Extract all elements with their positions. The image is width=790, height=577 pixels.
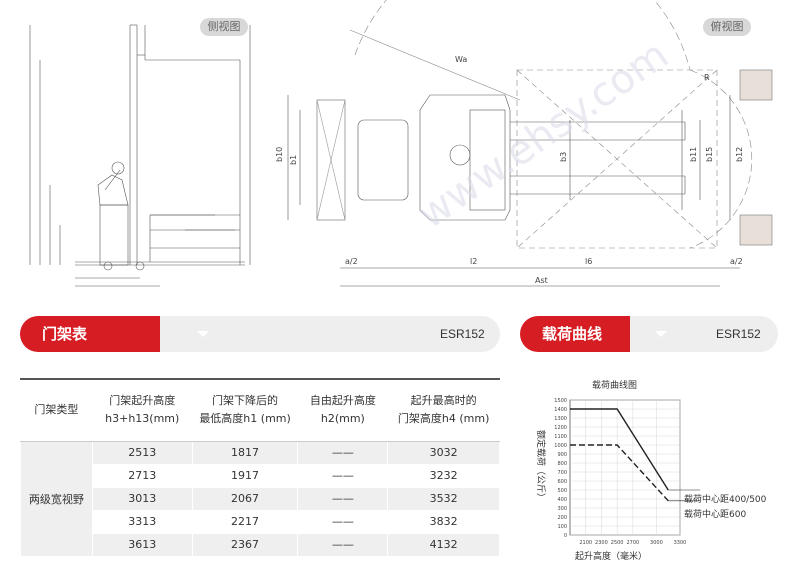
table-cell: ——: [297, 509, 389, 534]
x-tick-label: 2700: [626, 540, 639, 546]
load-section-bar: [630, 316, 778, 352]
col-header-extended: 起升最高时的 门架高度h4 (mm): [387, 378, 500, 442]
mast-type-cell: 两级宽视野: [20, 440, 93, 557]
table-cell: 3613: [91, 532, 193, 557]
y-tick-label: 0: [564, 533, 567, 539]
series-label: 载荷中心距600: [684, 508, 746, 520]
table-cell: ——: [297, 486, 389, 511]
y-tick-label: 600: [557, 479, 567, 485]
y-tick-label: 100: [557, 524, 567, 530]
table-row: 3013 2067 —— 3532: [21, 486, 500, 511]
table-row: 3313 2217 —— 3832: [21, 509, 500, 534]
table-row: 3613 2367 —— 4132: [21, 532, 500, 557]
series-line-2: [570, 444, 669, 502]
dim-b10: b10: [275, 147, 284, 162]
mast-section-bar: [160, 316, 500, 352]
dim-b15: b15: [705, 147, 714, 162]
table-cell: 2217: [191, 509, 299, 534]
side-view-tag: 侧视图: [200, 18, 248, 36]
dim-b12: b12: [735, 147, 744, 162]
table-cell: 3232: [387, 463, 500, 488]
col-header-lift: 门架起升高度 h3+h13(mm): [91, 378, 193, 442]
col-header-free-lift: 自由起升高度 h2(mm): [297, 378, 389, 442]
y-tick-label: 1000: [554, 443, 567, 449]
dim-a2-right: a/2: [730, 257, 743, 266]
y-tick-label: 200: [557, 515, 567, 521]
dim-l2: l2: [470, 257, 477, 266]
y-axis-label: 额定载荷（公斤）: [535, 430, 547, 502]
table-cell: 3832: [387, 509, 500, 534]
y-tick-label: 800: [557, 461, 567, 467]
y-tick-label: 300: [557, 506, 567, 512]
y-tick-label: 700: [557, 470, 567, 476]
dim-b1: b1: [289, 155, 298, 165]
x-axis-label: 起升高度（毫米）: [575, 550, 647, 562]
table-cell: ——: [297, 532, 389, 557]
dim-wa: Wa: [455, 55, 467, 64]
dim-a2-left: a/2: [345, 257, 358, 266]
table-cell: 2367: [191, 532, 299, 557]
chevron-down-icon: [197, 331, 209, 337]
load-curve-chart: 载荷曲线图 0 100 200 300 400 500 600 700 800 900 1000 110…: [535, 379, 767, 562]
table-cell: ——: [297, 440, 389, 465]
y-tick-label: 500: [557, 488, 567, 494]
mast-model: ESR152: [440, 327, 485, 341]
x-tick-label: 2100: [579, 540, 592, 546]
load-section-title: 载荷曲线: [542, 325, 603, 343]
series-line-1: [570, 408, 669, 491]
table-cell: 3013: [91, 486, 193, 511]
top-view-label: 俯视图: [710, 20, 744, 33]
table-cell: 1817: [191, 440, 299, 465]
y-tick-label: 1100: [554, 434, 567, 440]
table-cell: 2513: [91, 440, 193, 465]
load-section-header: 载荷曲线: [520, 316, 640, 352]
col-header-type: 门架类型: [20, 378, 93, 442]
mast-table: 门架类型 门架起升高度 h3+h13(mm) 门架下降后的 最低高度h1 (mm…: [20, 378, 500, 557]
table-row: 2713 1917 —— 3232: [21, 463, 500, 488]
chart-title: 载荷曲线图: [592, 379, 637, 391]
table-cell: 4132: [387, 532, 500, 557]
table-cell: 3313: [91, 509, 193, 534]
dim-l6: l6: [585, 257, 592, 266]
dim-r: R: [704, 73, 710, 82]
table-row: 两级宽视野 2513 1817 —— 3032: [20, 440, 500, 557]
load-model: ESR152: [716, 327, 761, 341]
table-cell: 3032: [387, 440, 500, 465]
watermark: www.ehsy.com: [409, 32, 676, 238]
table-cell: 2067: [191, 486, 299, 511]
x-tick-label: 2500: [611, 540, 624, 546]
dim-b3: b3: [559, 152, 568, 162]
mast-section-header: 门架表: [20, 316, 170, 352]
x-tick-label: 3300: [674, 540, 687, 546]
table-cell: 3532: [387, 486, 500, 511]
top-view-tag: 俯视图: [703, 18, 751, 36]
dim-ast: Ast: [535, 276, 548, 285]
y-tick-label: 900: [557, 452, 567, 458]
technical-drawing: Wa b10 b1 b3 b11 b15 b12 l2 l6 Ast a/2 a…: [29, 0, 773, 287]
dim-b11: b11: [689, 147, 698, 162]
y-tick-label: 1200: [554, 425, 567, 431]
y-tick-label: 1400: [554, 407, 567, 413]
side-view-label: 侧视图: [207, 20, 241, 33]
table-cell: 2713: [91, 463, 193, 488]
y-tick-label: 1500: [554, 398, 567, 404]
table-cell: ——: [297, 463, 389, 488]
col-header-lowered: 门架下降后的 最低高度h1 (mm): [191, 378, 299, 442]
chevron-down-icon: [655, 331, 667, 337]
y-tick-label: 400: [557, 497, 567, 503]
series-label: 载荷中心距400/500: [684, 493, 767, 505]
table-cell: 1917: [191, 463, 299, 488]
mast-section-title: 门架表: [42, 325, 88, 343]
x-tick-label: 2300: [595, 540, 608, 546]
y-tick-label: 1300: [554, 416, 567, 422]
x-tick-label: 3000: [650, 540, 663, 546]
